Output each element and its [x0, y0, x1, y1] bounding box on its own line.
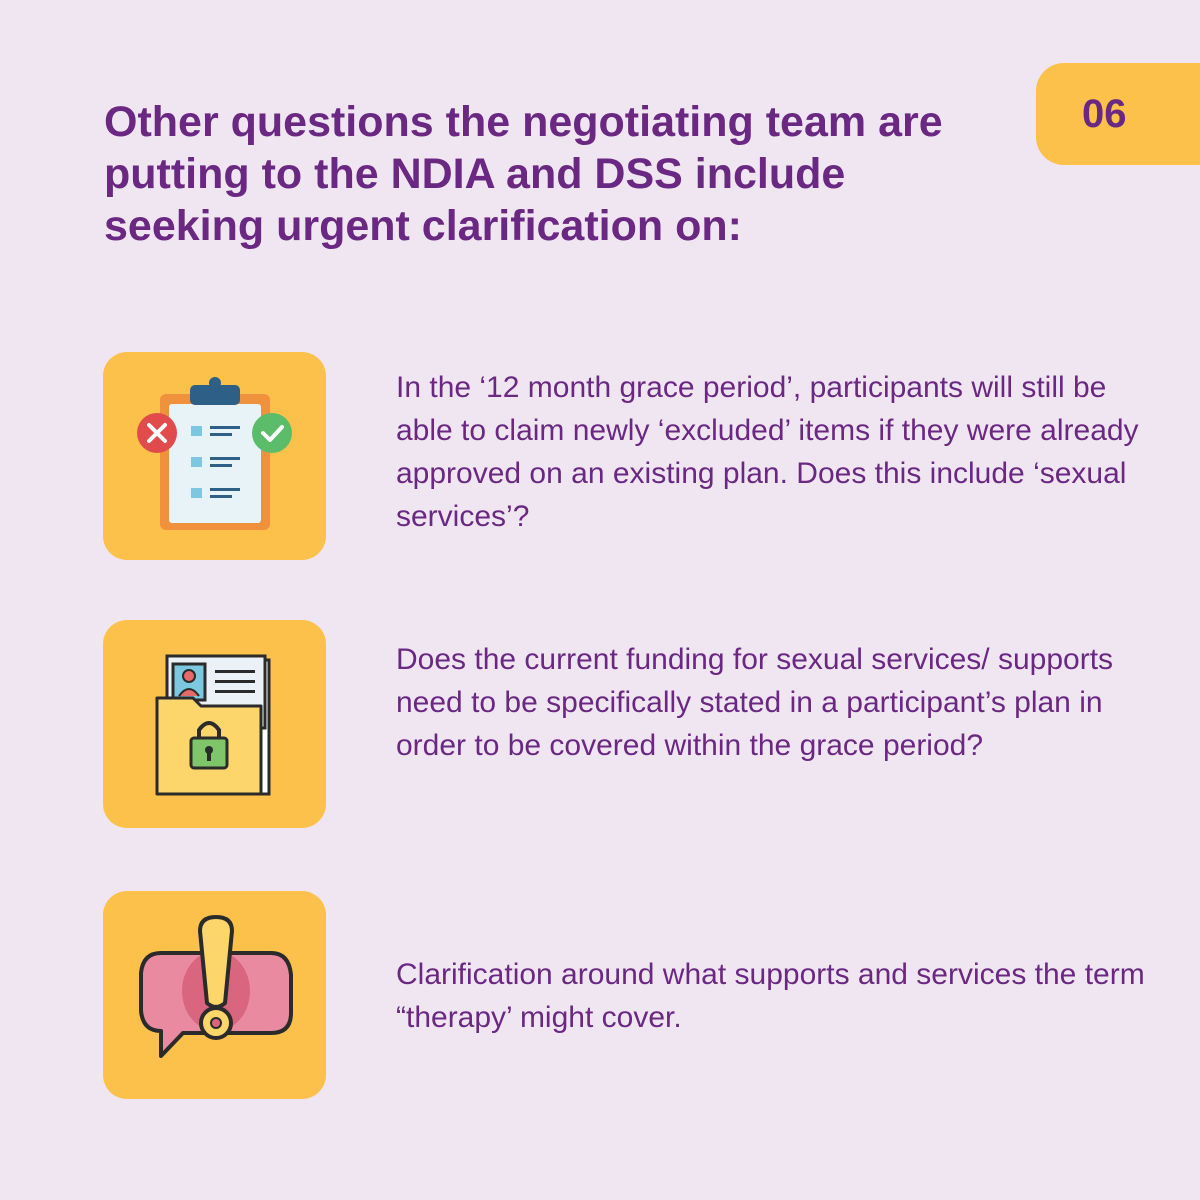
exclamation-speech-bubble-icon — [103, 891, 326, 1099]
item-text-funding-stated: Does the current funding for sexual serv… — [396, 643, 1114, 762]
item-text-therapy-term: Clarification around what supports and s… — [396, 958, 1145, 1034]
item-text-grace-period: In the ‘12 month grace period’, particip… — [396, 371, 1139, 533]
page-title: Other questions the negotiating team are… — [104, 98, 943, 250]
page-number-badge: 06 — [1036, 63, 1200, 165]
locked-folder-icon — [103, 620, 326, 828]
page-number: 06 — [1082, 91, 1127, 136]
clipboard-checklist-icon — [103, 352, 326, 560]
